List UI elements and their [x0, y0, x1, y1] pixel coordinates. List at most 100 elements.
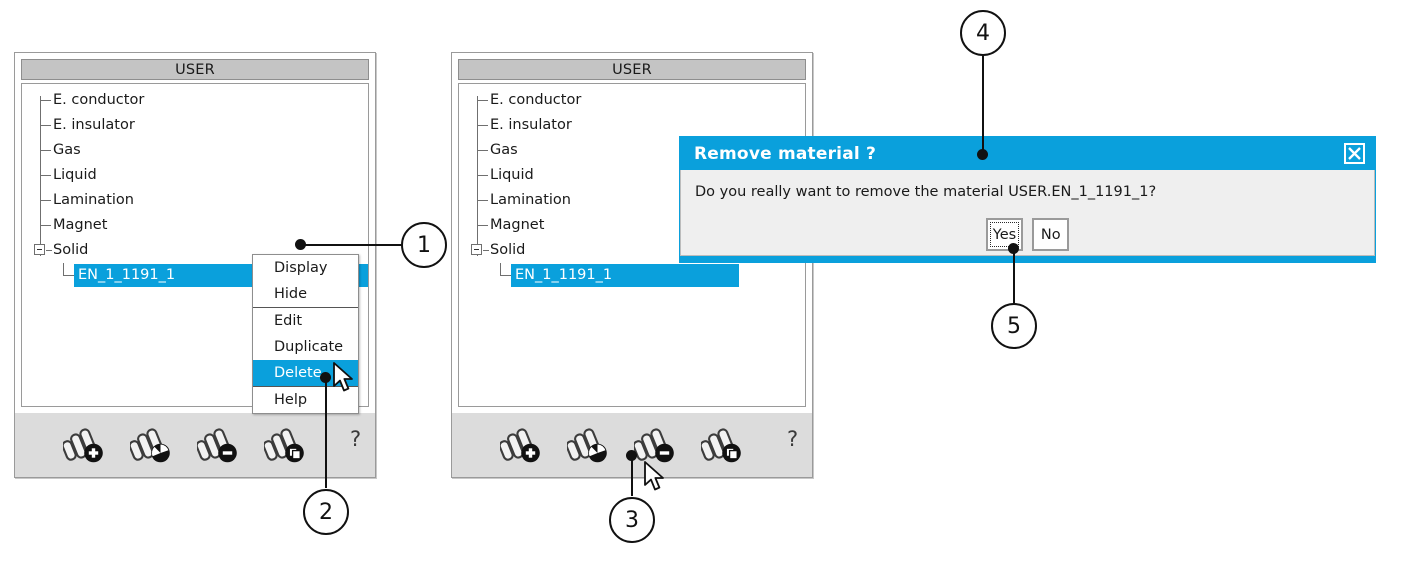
collapse-minus-icon[interactable] [471, 244, 482, 255]
duplicate-material-button[interactable] [701, 425, 743, 465]
panel-title-left-label: USER [175, 61, 215, 78]
context-menu-item-hide[interactable]: Hide [274, 286, 308, 302]
tree-item-label: E. conductor [53, 92, 145, 108]
material-plus-icon [500, 428, 540, 463]
tree-item-solid[interactable]: Solid [459, 238, 805, 263]
dialog-title-bar: Remove material ? [680, 137, 1375, 170]
edit-material-button[interactable] [130, 425, 172, 465]
tree-item-e-conductor[interactable]: E. conductor [22, 88, 368, 113]
tree-item-label: Lamination [53, 192, 134, 208]
callout-4-anchor-dot [977, 149, 988, 160]
yes-button-label: Yes [992, 226, 1017, 243]
dialog-title: Remove material ? [694, 143, 877, 164]
tree-elbow-icon [40, 100, 51, 101]
tree-item-label: Solid [490, 242, 526, 258]
dialog-body: Do you really want to remove the materia… [680, 170, 1375, 256]
tree-elbow-icon [40, 175, 51, 176]
remove-material-button[interactable] [634, 425, 676, 465]
context-menu-item-help[interactable]: Help [274, 392, 308, 408]
tree-item-label: Liquid [53, 167, 97, 183]
material-plus-icon [63, 428, 103, 463]
tree-elbow-icon [63, 275, 74, 276]
callout-3-leader [631, 455, 633, 496]
context-menu-item-display[interactable]: Display [274, 260, 328, 276]
tree-item-lamination[interactable]: Lamination [459, 188, 805, 213]
tree-item-magnet[interactable]: Magnet [459, 213, 805, 238]
material-edit-icon [130, 428, 170, 463]
tree-item-label: EN_1_1191_1 [78, 267, 176, 283]
tree-elbow-icon [477, 175, 488, 176]
callout-4: 4 [960, 10, 1006, 56]
tree-trunk-line [477, 96, 478, 256]
callout-3-number: 3 [625, 507, 639, 533]
tree-elbow-icon [40, 200, 51, 201]
material-panel-right: USER E. conductor E. insulator Gas [451, 52, 813, 478]
tree-elbow-icon [477, 100, 488, 101]
callout-2-leader [325, 377, 327, 488]
no-button[interactable]: No [1032, 218, 1070, 251]
new-material-button[interactable] [500, 425, 542, 465]
no-button-label: No [1040, 226, 1061, 243]
mouse-cursor-context-menu [333, 362, 359, 392]
material-toolbar-left: ? [15, 413, 375, 477]
tree-item-en-1-1191-1[interactable]: EN_1_1191_1 [459, 263, 805, 288]
tree-item-solid[interactable]: Solid [22, 238, 368, 263]
tree-item-label: E. insulator [490, 117, 572, 133]
callout-3: 3 [609, 497, 655, 543]
new-material-button[interactable] [63, 425, 105, 465]
tree-item-liquid[interactable]: Liquid [459, 163, 805, 188]
callout-1-number: 1 [417, 232, 431, 258]
collapse-minus-icon[interactable] [34, 244, 45, 255]
tree-item-e-insulator[interactable]: E. insulator [22, 113, 368, 138]
tree-item-gas[interactable]: Gas [459, 138, 805, 163]
context-menu-item-edit[interactable]: Edit [274, 313, 303, 329]
callout-4-leader [982, 54, 984, 154]
material-copy-icon [701, 428, 741, 463]
tree-item-e-conductor[interactable]: E. conductor [459, 88, 805, 113]
tree-item-e-insulator[interactable]: E. insulator [459, 113, 805, 138]
callout-3-anchor-dot [626, 450, 637, 461]
edit-material-button[interactable] [567, 425, 609, 465]
tree-elbow-icon [40, 150, 51, 151]
tree-elbow-icon [477, 125, 488, 126]
tree-item-label: Magnet [53, 217, 108, 233]
panel-title-right: USER [458, 59, 806, 80]
material-toolbar-right: ? [452, 413, 812, 477]
close-icon[interactable] [1344, 143, 1365, 164]
tree-item-label: E. conductor [490, 92, 582, 108]
callout-1: 1 [401, 222, 447, 268]
material-minus-icon [197, 428, 237, 463]
tree-elbow-icon [46, 250, 52, 251]
tree-item-label: Gas [53, 142, 81, 158]
tree-elbow-icon [483, 250, 489, 251]
panel-title-right-label: USER [612, 61, 652, 78]
callout-2-anchor-dot [320, 372, 331, 383]
tree-item-label: EN_1_1191_1 [515, 267, 613, 283]
callout-2: 2 [303, 489, 349, 535]
tree-elbow-icon [500, 275, 511, 276]
callout-5-leader [1013, 248, 1015, 310]
help-button[interactable]: ? [350, 427, 362, 451]
mouse-cursor-toolbar [644, 461, 670, 491]
tree-item-selected-highlight[interactable]: EN_1_1191_1 [511, 264, 739, 287]
remove-material-button[interactable] [197, 425, 239, 465]
help-button[interactable]: ? [787, 427, 799, 451]
material-minus-icon [634, 428, 674, 463]
dialog-button-row: Yes No [681, 218, 1374, 251]
tree-item-liquid[interactable]: Liquid [22, 163, 368, 188]
duplicate-material-button[interactable] [264, 425, 306, 465]
context-menu-separator [253, 386, 358, 387]
tree-elbow-icon [40, 225, 51, 226]
tree-item-gas[interactable]: Gas [22, 138, 368, 163]
tree-item-lamination[interactable]: Lamination [22, 188, 368, 213]
focus-ring [989, 222, 1020, 247]
callout-1-leader [300, 244, 403, 246]
material-copy-icon [264, 428, 304, 463]
tree-item-magnet[interactable]: Magnet [22, 213, 368, 238]
callout-5: 5 [991, 303, 1037, 349]
context-menu-item-duplicate[interactable]: Duplicate [274, 339, 344, 355]
context-menu-separator [253, 307, 358, 308]
tree-item-label: Lamination [490, 192, 571, 208]
tree-elbow-icon [477, 150, 488, 151]
